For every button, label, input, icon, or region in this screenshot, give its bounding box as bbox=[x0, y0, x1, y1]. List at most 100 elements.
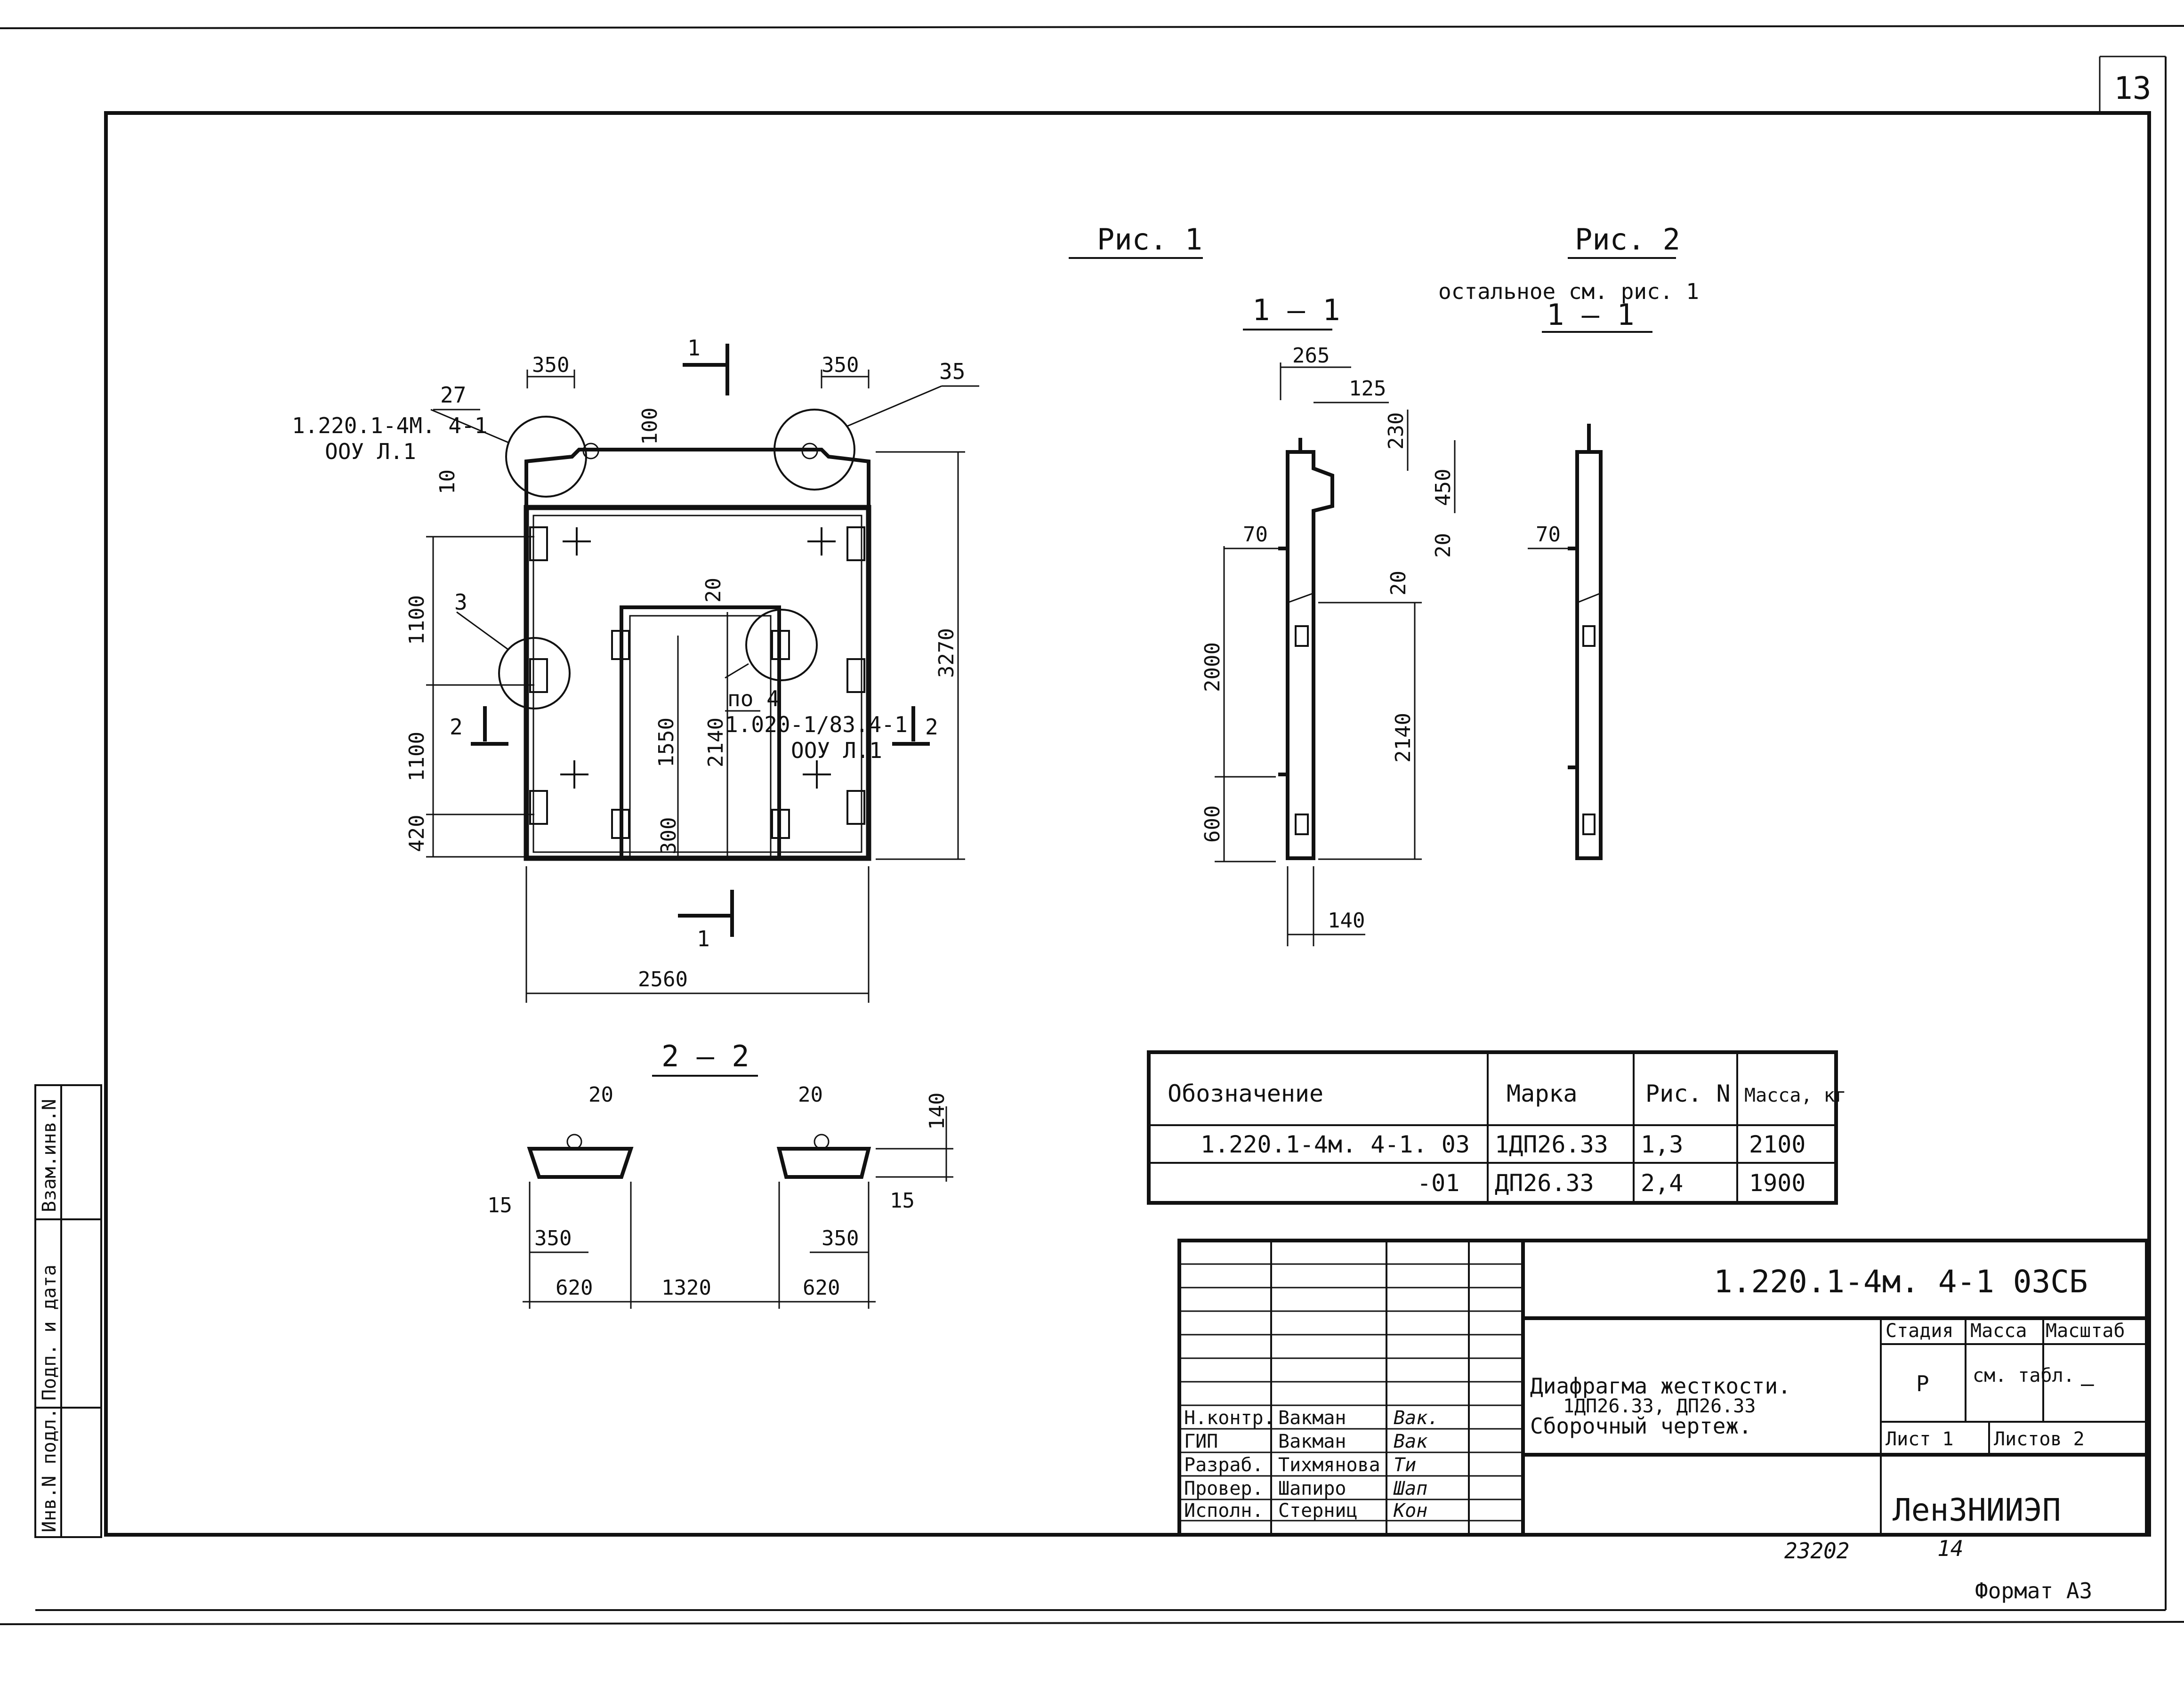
role-gip: ГИП bbox=[1184, 1431, 1218, 1452]
dim-20-section-top: 20 bbox=[1431, 533, 1455, 558]
dim-140-section: 140 bbox=[1328, 909, 1365, 933]
fig2-section: Рис. 2 остальное см. рис. 1 1 — 1 70 bbox=[1438, 222, 1699, 860]
spec-row2-fig: 2,4 bbox=[1641, 1169, 1683, 1197]
fig1-front-view: Рис. 1 27 bbox=[292, 222, 1203, 1003]
spec-row2-designation: -01 bbox=[1417, 1169, 1459, 1197]
dim-1100-top: 1100 bbox=[405, 595, 429, 645]
cut-1-top: 1 bbox=[687, 335, 701, 361]
callout-27: 27 bbox=[440, 382, 466, 408]
spec-header-mark: Марка bbox=[1507, 1080, 1578, 1107]
sign-n-kontr: Вак. bbox=[1394, 1407, 1439, 1429]
tb-mass-value: см. табл. bbox=[1973, 1365, 2075, 1386]
tb-name-line1: Диафрагма жесткости. bbox=[1530, 1373, 1791, 1399]
role-razrab: Разраб. bbox=[1184, 1454, 1264, 1476]
dim-125: 125 bbox=[1349, 377, 1386, 401]
dim-450: 450 bbox=[1431, 469, 1455, 506]
dim-350-s22-left: 350 bbox=[534, 1226, 572, 1250]
cut-2-left: 2 bbox=[450, 714, 463, 740]
spec-header-mass: Масса, кг bbox=[1744, 1085, 1846, 1106]
dim-1320: 1320 bbox=[661, 1276, 711, 1300]
fig2-section-label: 1 — 1 bbox=[1547, 298, 1635, 332]
spec-row1-designation: 1.220.1-4м. 4-1. 03 bbox=[1201, 1131, 1470, 1158]
spec-header-fig: Рис. N bbox=[1645, 1080, 1731, 1107]
dim-300: 300 bbox=[657, 817, 681, 854]
dim-350-left: 350 bbox=[532, 353, 569, 377]
sign-razrab: Ти bbox=[1394, 1454, 1416, 1476]
callout-ref-4: 1.020-1/83.4-1 bbox=[725, 712, 908, 737]
callout-35: 35 bbox=[939, 359, 965, 384]
dim-1100-bottom: 1100 bbox=[405, 732, 429, 782]
tb-sheet: Лист 1 bbox=[1886, 1428, 1954, 1450]
dim-3270: 3270 bbox=[935, 628, 959, 678]
spec-row2-mark: ДП26.33 bbox=[1495, 1169, 1594, 1197]
dim-70: 70 bbox=[1243, 523, 1268, 547]
section-2-2-title: 2 — 2 bbox=[661, 1039, 749, 1073]
stamp-vzam-inv: Взам.инв.N bbox=[39, 1099, 60, 1212]
sign-prover: Шап bbox=[1393, 1478, 1427, 1499]
dim-620-left: 620 bbox=[556, 1276, 593, 1300]
role-ispoln: Исполн. bbox=[1184, 1500, 1264, 1522]
footer-format: Формат А3 bbox=[1975, 1578, 2092, 1603]
dim-620-right: 620 bbox=[803, 1276, 840, 1300]
dim-420: 420 bbox=[405, 815, 429, 852]
dim-140-s22: 140 bbox=[925, 1093, 949, 1130]
callout-ref-4-mark: по 4 bbox=[727, 686, 780, 711]
sign-gip: Вак bbox=[1394, 1431, 1428, 1452]
tb-name-line2: 1ДП26.33, ДП26.33 bbox=[1563, 1395, 1756, 1417]
spec-row1-fig: 1,3 bbox=[1641, 1131, 1683, 1158]
fig2-note: остальное см. рис. 1 bbox=[1438, 279, 1699, 304]
callout-ref-4-sheet: ООУ Л.1 bbox=[791, 738, 882, 763]
dim-2140: 2140 bbox=[704, 717, 728, 767]
dim-1550: 1550 bbox=[654, 717, 678, 767]
tb-stage-value: Р bbox=[1916, 1371, 1929, 1396]
dim-70-fig2: 70 bbox=[1536, 523, 1561, 547]
tb-sheets: Листов 2 bbox=[1994, 1428, 2085, 1450]
dim-10: 10 bbox=[435, 469, 459, 494]
dim-15-right: 15 bbox=[890, 1189, 915, 1213]
stamp-inv-n-podl: Инв.N подл. bbox=[39, 1408, 60, 1532]
tb-scale-label: Масштаб bbox=[2046, 1320, 2125, 1342]
dim-600: 600 bbox=[1201, 806, 1225, 843]
cut-2-right: 2 bbox=[925, 714, 938, 740]
callout-ref-left-sheet: ООУ Л.1 bbox=[325, 439, 416, 464]
dim-265: 265 bbox=[1292, 344, 1330, 368]
section-1-1-title: 1 — 1 bbox=[1252, 293, 1340, 327]
sheet-frame: 13 bbox=[0, 25, 2184, 1625]
section-2-2: 2 — 2 20 20 140 15 15 350 350 620 1320 6… bbox=[487, 1039, 953, 1309]
callout-ref-left: 1.220.1-4М. 4-1 bbox=[292, 413, 487, 438]
name-ispoln: Стерниц bbox=[1278, 1500, 1358, 1522]
dim-2000: 2000 bbox=[1201, 642, 1225, 692]
spec-row1-mass: 2100 bbox=[1749, 1131, 1805, 1158]
fig2-title: Рис. 2 bbox=[1575, 222, 1680, 257]
dim-2560: 2560 bbox=[638, 967, 688, 991]
dim-2140-section: 2140 bbox=[1391, 713, 1415, 763]
tb-mass-label: Масса bbox=[1970, 1320, 2027, 1342]
role-n-kontr: Н.контр. bbox=[1184, 1407, 1275, 1429]
name-gip: Вакман bbox=[1278, 1431, 1346, 1452]
side-stamp: Инв.N подл. Подп. и дата Взам.инв.N bbox=[34, 1084, 102, 1538]
sheet-number: 13 bbox=[2114, 70, 2151, 106]
dim-20-section: 20 bbox=[1386, 571, 1410, 596]
dim-20-s22-right: 20 bbox=[798, 1083, 823, 1107]
cut-1-bottom: 1 bbox=[697, 926, 710, 951]
spec-header-designation: Обозначение bbox=[1168, 1080, 1323, 1107]
name-n-kontr: Вакман bbox=[1278, 1407, 1346, 1429]
callout-3: 3 bbox=[454, 589, 467, 615]
tb-name-line3: Сборочный чертеж. bbox=[1530, 1413, 1752, 1439]
spec-table: Обозначение Марка Рис. N Масса, кг 1.220… bbox=[1147, 1050, 1846, 1205]
stamp-podp-data: Подп. и дата bbox=[39, 1265, 60, 1401]
spec-row2-mass: 1900 bbox=[1749, 1169, 1805, 1197]
sign-ispoln: Кон bbox=[1393, 1500, 1427, 1522]
name-razrab: Тихмянова bbox=[1278, 1454, 1380, 1476]
section-1-1: 1 — 1 265 125 230 450 20 70 2000 600 20 … bbox=[1201, 293, 1456, 946]
role-prover: Провер. bbox=[1184, 1478, 1264, 1499]
dim-100: 100 bbox=[638, 408, 662, 445]
spec-row1-mark: 1ДП26.33 bbox=[1495, 1131, 1608, 1158]
tb-scale-value: — bbox=[2081, 1371, 2094, 1396]
name-prover: Шапиро bbox=[1278, 1478, 1346, 1499]
dim-20-s22-left: 20 bbox=[588, 1083, 613, 1107]
tb-code: 1.220.1-4м. 4-1 03СБ bbox=[1714, 1264, 2088, 1300]
dim-15-left: 15 bbox=[487, 1193, 512, 1217]
sheet-footer: 23202 14 Формат А3 bbox=[1784, 1536, 2092, 1603]
